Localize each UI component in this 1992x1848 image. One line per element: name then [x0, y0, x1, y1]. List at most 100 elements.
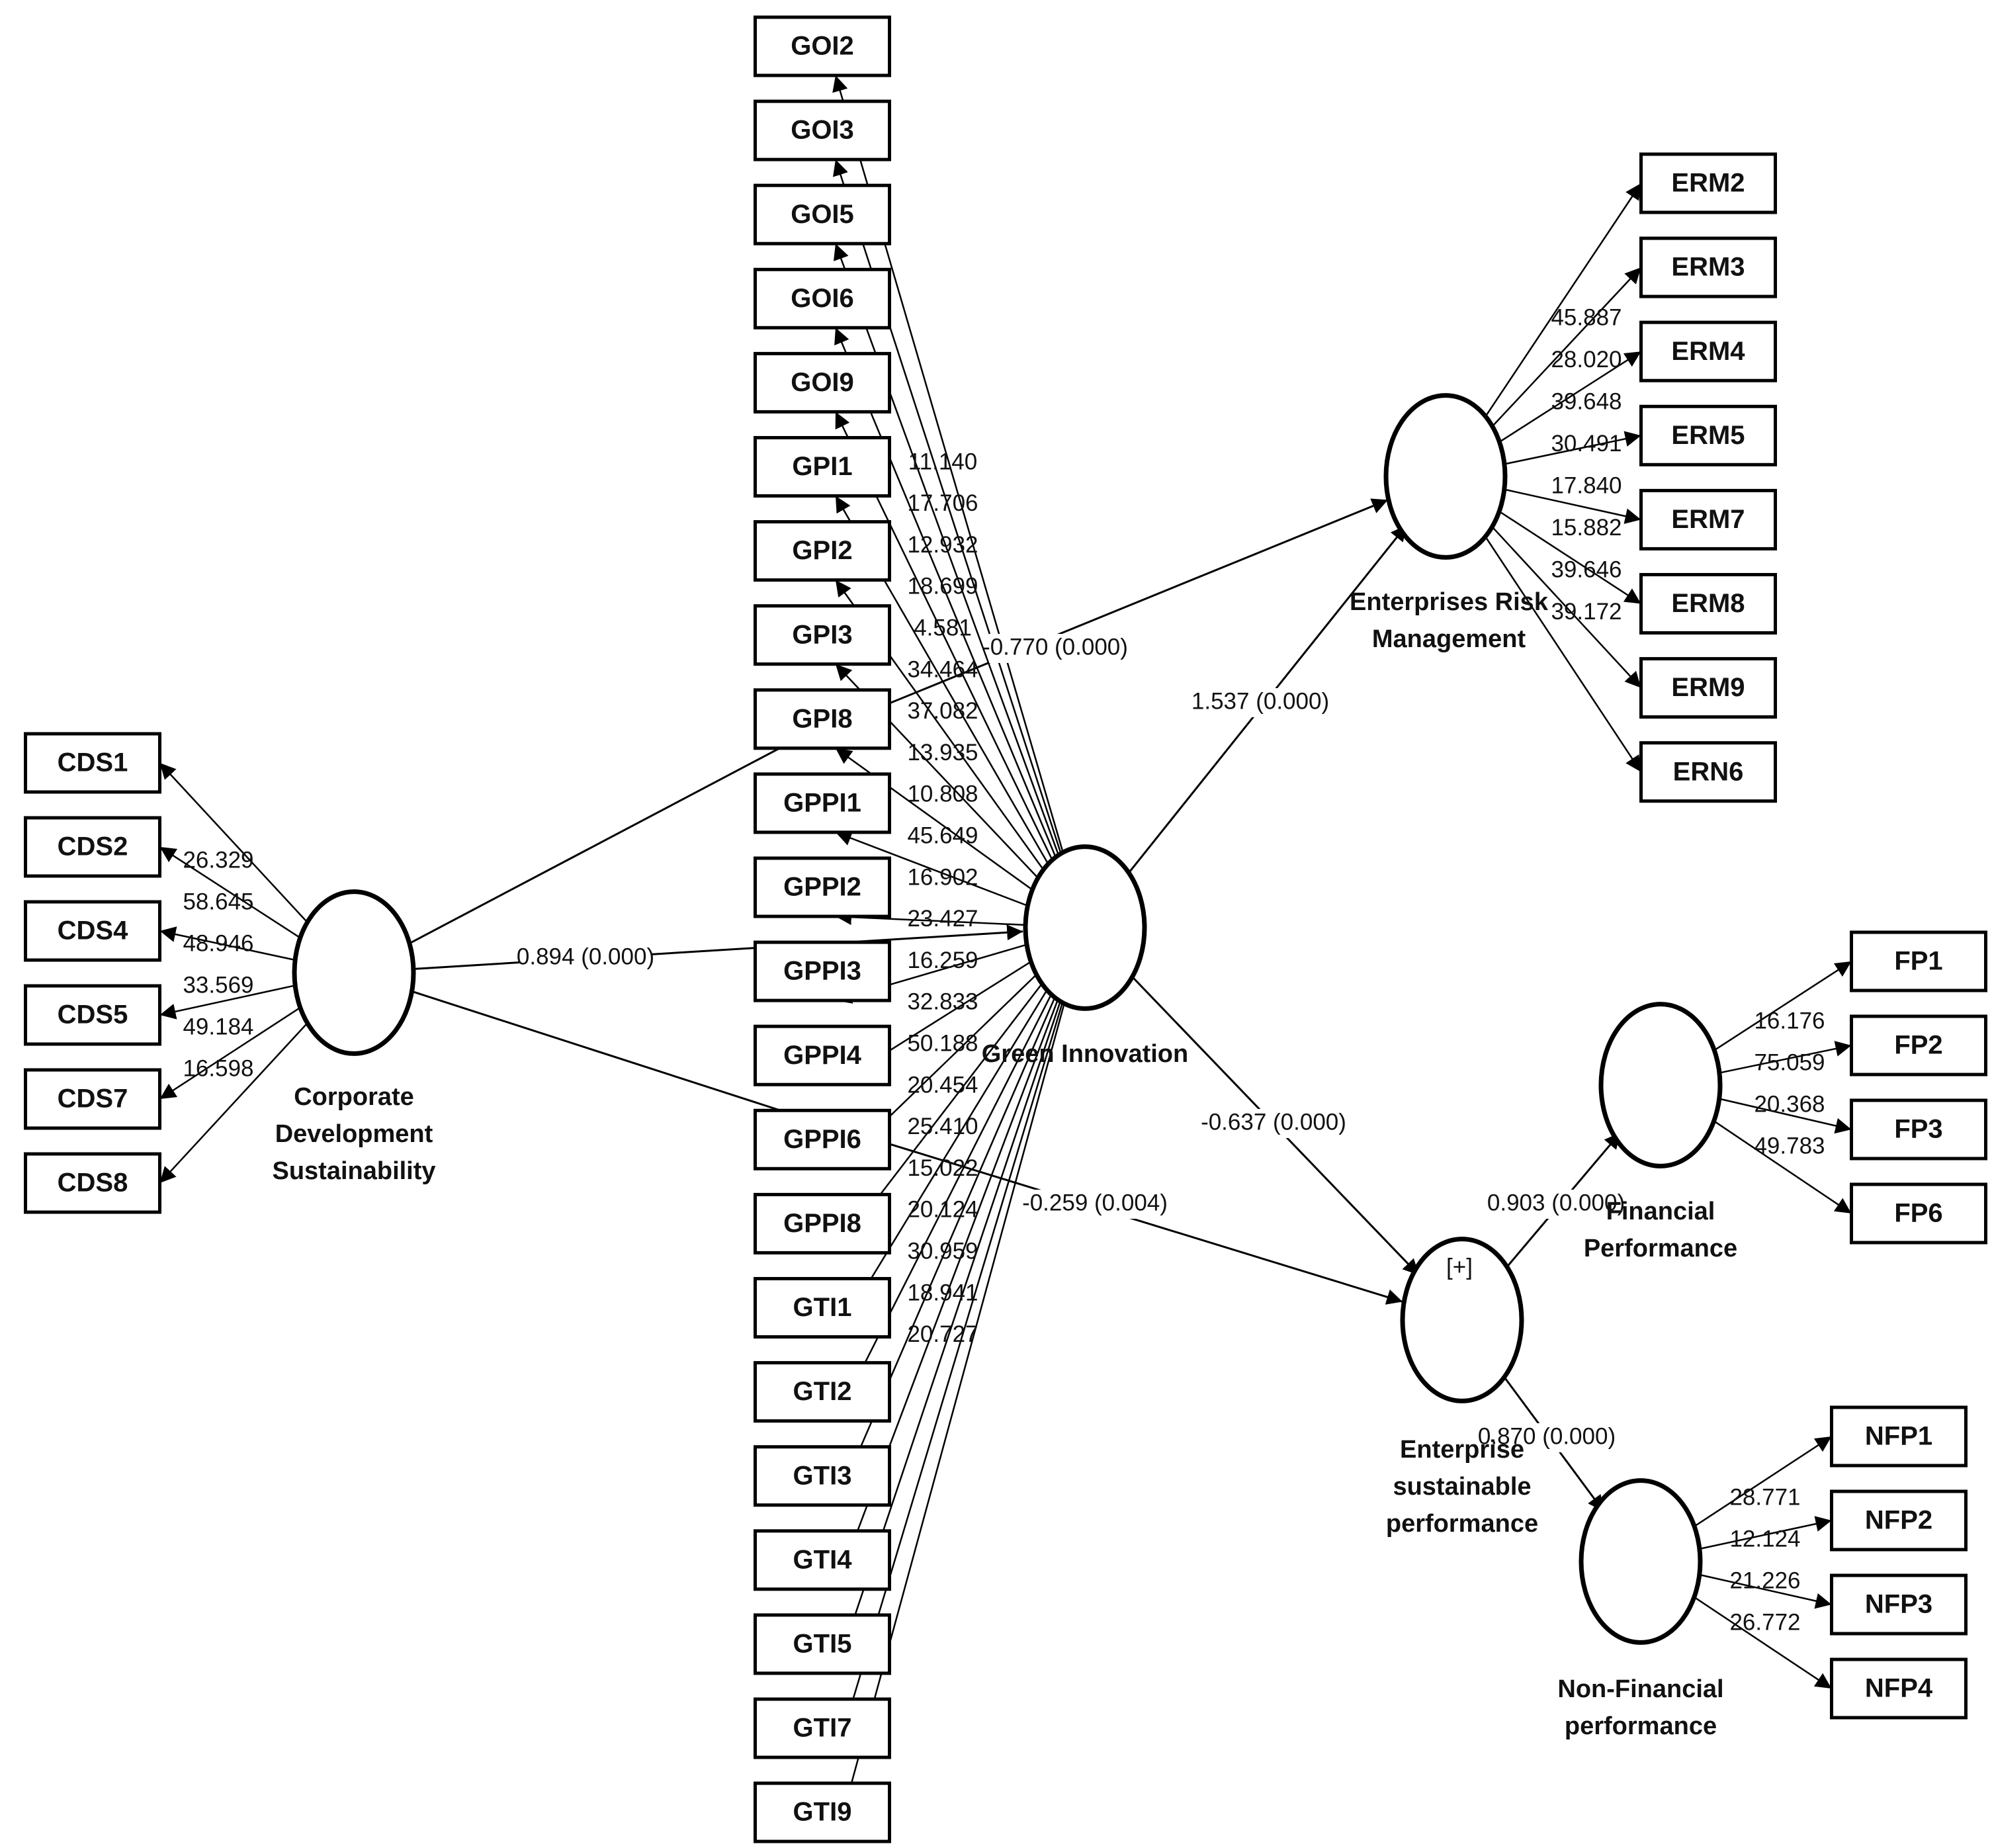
- indicator-label-gpi1: GPI1: [792, 452, 852, 481]
- indicator-box-cds1: [24, 732, 161, 794]
- indicator-box-erm3: [1639, 236, 1777, 298]
- indicator-label-cds5: CDS5: [58, 1000, 128, 1030]
- loading-value-goi2: 11.140: [908, 449, 977, 474]
- latent-label-cds-3: Sustainability: [272, 1157, 435, 1185]
- loading-value-fp1: 16.176: [1754, 1008, 1825, 1034]
- indicator-box-gppi2: [754, 856, 891, 918]
- indicator-box-fp1: [1850, 930, 1987, 992]
- indicator-box-gppi1: [754, 772, 891, 834]
- indicator-label-cds8: CDS8: [58, 1168, 128, 1198]
- indicator-box-gti7: [754, 1697, 891, 1759]
- indicator-box-ern6: [1639, 741, 1777, 803]
- loading-value-cds2: 58.645: [183, 889, 253, 914]
- indicator-label-erm9: ERM9: [1671, 673, 1745, 702]
- latent-label-fp-1: Financial: [1606, 1198, 1715, 1225]
- loading-value-nfp1: 28.771: [1729, 1484, 1800, 1510]
- loading-value-gti4: 20.124: [907, 1197, 978, 1223]
- indicator-box-erm7: [1639, 488, 1777, 550]
- latent-label-gi-1: Green Innovation: [982, 1040, 1188, 1068]
- loading-arrow-cds1: [159, 762, 314, 930]
- indicator-label-gpi3: GPI3: [792, 620, 852, 649]
- loading-value-gpi2: 37.082: [907, 698, 978, 724]
- latent-label-esp-3: performance: [1386, 1510, 1538, 1538]
- indicator-box-goi3: [754, 99, 891, 161]
- latent-label-nfp-1: Non-Financial: [1557, 1675, 1723, 1703]
- indicator-label-goi2: GOI2: [791, 32, 854, 61]
- indicator-label-gti4: GTI4: [793, 1545, 853, 1574]
- indicator-box-erm4: [1639, 320, 1777, 382]
- indicator-label-nfp4: NFP4: [1865, 1674, 1933, 1703]
- latent-circle-esp: [1400, 1237, 1524, 1403]
- indicator-label-gti1: GTI1: [793, 1293, 852, 1322]
- label-layer: 26.329CDS158.645CDS248.946CDS433.569CDS5…: [58, 32, 1943, 1827]
- indicator-box-gti9: [754, 1781, 891, 1843]
- indicator-label-gppi2: GPPI2: [783, 873, 861, 902]
- indicator-label-erm4: ERM4: [1671, 337, 1745, 366]
- path-arrow-cds-erm: [406, 498, 1389, 946]
- indicator-box-gppi8: [754, 1192, 891, 1254]
- indicator-box-erm8: [1639, 573, 1777, 635]
- loading-arrow-erm5: [1503, 431, 1641, 465]
- latent-label-nfp-2: performance: [1565, 1712, 1717, 1740]
- path-coefficient-gi-esp: -0.637 (0.000): [1201, 1109, 1346, 1135]
- loading-value-gppi3: 23.427: [907, 906, 978, 932]
- indicator-label-gti3: GTI3: [793, 1461, 852, 1490]
- indicator-label-cds2: CDS2: [58, 832, 128, 861]
- latent-badge-esp: [+]: [1446, 1254, 1473, 1280]
- path-arrow-cds-esp: [410, 990, 1403, 1305]
- loading-value-gpi3: 13.935: [907, 740, 978, 766]
- loading-value-cds8: 16.598: [183, 1055, 253, 1081]
- loading-value-gppi2: 16.902: [907, 864, 978, 890]
- loading-value-erm4: 39.648: [1551, 388, 1622, 414]
- loading-value-gti2: 25.410: [907, 1114, 978, 1139]
- latent-circle-gi: [1023, 844, 1147, 1011]
- indicator-box-cds5: [24, 984, 161, 1046]
- loading-arrow-erm7: [1503, 488, 1641, 524]
- loading-arrow-cds8: [159, 1016, 314, 1184]
- indicator-box-gpi1: [754, 436, 891, 498]
- loading-arrow-fp3: [1718, 1098, 1852, 1134]
- loading-value-cds4: 48.946: [183, 930, 253, 956]
- indicator-box-cds7: [24, 1068, 161, 1130]
- indicator-label-gti5: GTI5: [793, 1629, 852, 1658]
- path-label-bg-gi-esp: [1207, 1109, 1340, 1138]
- indicator-label-nfp3: NFP3: [1865, 1590, 1932, 1619]
- loading-arrow-erm8: [1494, 508, 1642, 605]
- indicator-box-gppi4: [754, 1024, 891, 1086]
- indicator-box-cds4: [24, 900, 161, 962]
- latent-label-esp-1: Enterprise: [1400, 1436, 1524, 1464]
- path-label-bg-esp-nfp: [1481, 1423, 1613, 1452]
- loading-value-gti7: 18.941: [907, 1280, 978, 1305]
- indicator-label-goi3: GOI3: [791, 116, 854, 145]
- indicator-label-fp3: FP3: [1894, 1115, 1942, 1144]
- loading-arrow-nfp1: [1690, 1435, 1833, 1530]
- indicator-label-gppi6: GPPI6: [783, 1125, 861, 1154]
- indicator-box-fp2: [1850, 1014, 1987, 1077]
- indicator-label-gti9: GTI9: [793, 1798, 852, 1827]
- indicator-label-fp1: FP1: [1894, 947, 1942, 976]
- loading-value-goi5: 12.932: [907, 532, 978, 558]
- path-label-bg-cds-esp: [1029, 1190, 1161, 1219]
- loading-arrow-gpi8: [835, 747, 1037, 894]
- indicator-box-nfp1: [1830, 1405, 1968, 1468]
- loading-value-gppi1: 45.649: [907, 822, 978, 848]
- indicator-box-gppi3: [754, 940, 891, 1002]
- loading-arrow-erm2: [1477, 183, 1642, 427]
- loading-arrow-nfp4: [1690, 1593, 1833, 1690]
- latent-label-fp-2: Performance: [1584, 1235, 1737, 1262]
- loading-arrow-erm4: [1495, 351, 1642, 445]
- latent-circle-erm: [1383, 393, 1508, 560]
- loading-arrow-fp1: [1710, 960, 1852, 1054]
- path-label-bg-cds-erm: [989, 634, 1121, 663]
- indicator-label-goi5: GOI5: [791, 200, 854, 229]
- loading-value-erm3: 28.020: [1551, 347, 1622, 373]
- loading-value-goi6: 18.699: [907, 574, 978, 599]
- indicator-label-gppi8: GPPI8: [783, 1209, 861, 1238]
- indicator-label-erm5: ERM5: [1671, 421, 1745, 450]
- path-coefficient-cds-gi: 0.894 (0.000): [517, 944, 654, 969]
- indicator-label-cds7: CDS7: [58, 1084, 128, 1114]
- loading-value-gti1: 20.454: [907, 1072, 978, 1098]
- loading-arrow-ern6: [1477, 525, 1642, 773]
- loading-value-erm2: 45.887: [1551, 304, 1622, 330]
